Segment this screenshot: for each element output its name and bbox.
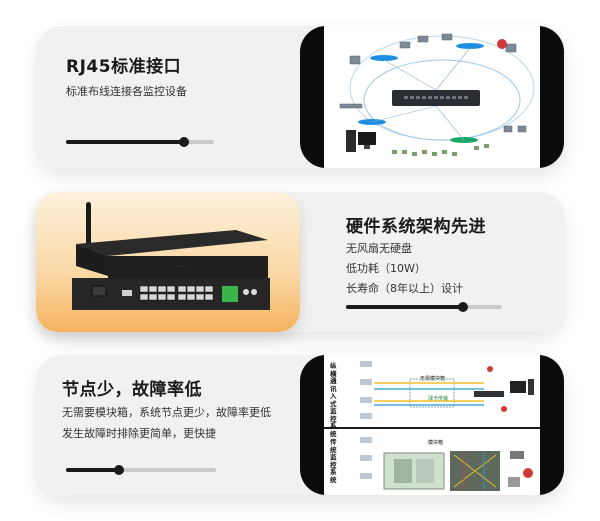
- feature-title: RJ45标准接口: [66, 57, 182, 77]
- slider-knob[interactable]: [113, 465, 124, 475]
- slider-fill: [346, 305, 463, 309]
- module-box-outline: [409, 378, 455, 408]
- comparison-diagram: 纵横通讯入式监控系统 传统监控系统 无需模块箱 球卡传输 模块箱: [324, 355, 540, 495]
- rj45-ports: [139, 285, 214, 301]
- system-label-old: 传统监控系统: [330, 438, 337, 484]
- feature-desc-line: 低功耗（10W）: [346, 262, 426, 275]
- slider-track: [66, 468, 216, 472]
- slider-knob[interactable]: [458, 302, 468, 312]
- feature-desc-line: 长寿命（8年以上）设计: [346, 282, 463, 295]
- system-label-new: 纵横通讯入式监控系统: [330, 362, 337, 438]
- svg-text:· · · ·: · · · ·: [176, 264, 185, 269]
- progress-slider[interactable]: [346, 302, 502, 312]
- topology-svg: [339, 33, 535, 156]
- module-cabinet: [383, 452, 445, 490]
- box-label-old: 模块箱: [428, 440, 444, 446]
- monitor: [510, 381, 526, 393]
- sensor-device: [360, 361, 372, 367]
- device-svg: · · · ·: [72, 202, 270, 310]
- transmission-label: 球卡传输: [428, 396, 449, 402]
- device-image: · · · ·: [36, 192, 300, 332]
- antenna: [86, 202, 91, 254]
- progress-slider[interactable]: [66, 137, 214, 147]
- zone-marker: [370, 55, 398, 61]
- sensor-device: [360, 413, 372, 419]
- pc-monitor: [358, 132, 376, 145]
- alarm-device: [497, 39, 507, 49]
- chassis-front-upper: [108, 256, 268, 280]
- feature-title: 硬件系统架构先进: [346, 217, 486, 237]
- zone-marker: [456, 43, 484, 49]
- feature-desc-line: 无风扇无硬盘: [346, 242, 412, 255]
- network-diagram: [324, 26, 540, 168]
- system-comparison-image: 纵横通讯入式监控系统 传统监控系统 无需模块箱 球卡传输 模块箱: [300, 355, 564, 495]
- network-topology-image: [300, 26, 564, 168]
- progress-slider[interactable]: [66, 465, 216, 475]
- pc-tower: [346, 130, 356, 152]
- switch-device: [474, 391, 504, 397]
- usb-port: [122, 290, 132, 296]
- feature-title: 节点少，故障率低: [62, 380, 202, 400]
- sensor-device: [360, 397, 372, 403]
- feature-desc-line: 发生故障时排除更简单，更快捷: [62, 427, 216, 440]
- power-socket: [91, 285, 107, 297]
- slider-knob[interactable]: [179, 137, 190, 147]
- feature-desc-line: 无需要模块箱，系统节点更少，故障率更低: [62, 406, 271, 419]
- divider: [324, 427, 540, 429]
- sensor-device: [360, 379, 372, 385]
- feature-desc-line: 标准布线连接各监控设备: [66, 85, 187, 98]
- slider-fill: [66, 140, 185, 144]
- chassis-top: [76, 230, 268, 256]
- ring-line: [363, 59, 521, 141]
- chassis-side: [76, 244, 108, 276]
- pc-tower: [528, 379, 534, 395]
- comparison-svg: [360, 361, 534, 491]
- jack: [243, 289, 249, 295]
- terminal-block: [222, 286, 238, 302]
- jack: [251, 289, 257, 295]
- slider-fill: [66, 468, 119, 472]
